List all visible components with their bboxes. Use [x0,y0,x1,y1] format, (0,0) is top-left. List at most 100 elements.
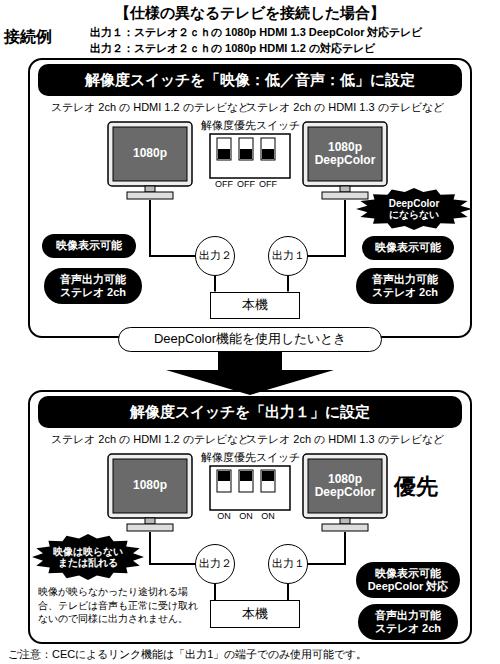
tv-bezel [303,122,387,186]
box-text: 本機 [216,605,294,623]
switch-knob [218,149,230,159]
switch-slot [239,138,253,160]
panel-text: 解像度スイッチを「映像：低／音声：低」に設定 [38,64,462,96]
status-oval: 映像表示可能 [42,234,136,258]
cable-line [214,276,216,292]
oval-text: 音声出力可能 ステレオ 2ch [364,273,446,299]
label-text: ON [256,511,280,521]
tv-neck [145,518,155,524]
tv-text: 1080p [113,459,187,513]
tv-text: ステレオ 2ch の HDMI 1.2 のテレビなど [25,100,275,115]
switch-text: 解像度優先スイッチ [190,450,310,465]
tv-bezel [303,454,387,518]
label-text: 接続例 [4,27,52,48]
oval-text: 音声出力可能 ステレオ 2ch [366,609,450,635]
cable-line [308,200,345,256]
switch-slot [217,470,231,492]
tv-base [127,192,173,199]
tv-neck [340,518,350,524]
tv-set: ステレオ 2ch の HDMI 1.3 のテレビなど1080p DeepColo… [260,432,430,532]
switch-knob [240,471,252,481]
switch-knob [240,149,252,159]
tv-bezel [108,122,192,186]
page-title: 【仕様の異なるテレビを接続した場合】 [0,4,500,23]
condition-pill: DeepColor機能を使用したいとき [118,327,382,352]
circle-text: 出力１ [270,557,306,571]
warning-burst: 映像は映らない または乱れる [32,534,144,580]
label-text: ご注意：CECによるリンク機能は「出力1」の端子でのみ使用可能です。 [8,647,367,662]
oval-text: 映像表示可能 [370,241,446,254]
tv-text: 1080p [113,127,187,181]
cable-line [150,532,195,564]
tv-text: 1080p DeepColor [308,127,382,181]
cable-line [308,532,345,564]
tv-base [127,524,173,531]
switch-knob [262,149,274,159]
output-port: 出力２ [195,544,235,584]
cable-line [287,584,289,600]
oval-text: 映像表示可能 [50,239,128,252]
label-text: OFF [212,179,236,189]
switch-slot [239,470,253,492]
tv-text: ステレオ 2ch の HDMI 1.2 のテレビなど [25,432,275,447]
setting-panel: ステレオ 2ch の HDMI 1.2 のテレビなど 1080p解像度優先スイッチ… [28,58,472,338]
cable-line [150,200,195,256]
output-port: 出力２ [195,236,235,276]
output-port: 出力１ [268,544,308,584]
status-oval: 音声出力可能 ステレオ 2ch [356,268,454,304]
pill-text: DeepColor機能を使用したいとき [130,330,370,348]
label-text: 出力２：ステレオ２ｃｈの 1080p HDMI 1.2 の対応テレビ [90,41,375,56]
tv-set: ステレオ 2ch の HDMI 1.3 のテレビなど1080p DeepColo… [260,100,430,200]
label-text: ON [234,511,258,521]
circle-text: 出力１ [270,249,306,263]
switch-slot [261,138,275,160]
priority-switch: 解像度優先スイッチ [200,450,300,524]
label-text: OFF [256,179,280,189]
label-text: 優先 [394,472,438,502]
cable-line [287,276,289,292]
label-text: ON [212,511,236,521]
down-arrow [166,344,334,395]
switch-body [210,134,290,178]
switch-text: 解像度優先スイッチ [190,118,310,133]
status-oval: 音声出力可能 ステレオ 2ch [44,268,142,304]
tv-neck [340,186,350,192]
unit-box: 本機 [210,292,300,319]
box-text: 本機 [216,296,294,314]
cable-line [214,584,216,600]
tv-screen [308,127,382,181]
tv-text: ステレオ 2ch の HDMI 1.3 のテレビなど [220,100,470,115]
burst-shape [356,188,472,230]
status-oval: 映像表示可能 [362,236,454,260]
priority-switch: 解像度優先スイッチ [200,118,300,192]
status-oval: 映像表示可能 DeepColor 対応 [356,562,460,598]
warning-burst: DeepColor にならない [356,188,472,230]
tv-screen [308,459,382,513]
label-text: OFF [234,179,258,189]
tv-screen [113,459,187,513]
label-text: 映像が映らなかったり途切れる場合、テレビは音声も正常に受け取れないので同様に出力… [38,585,203,626]
oval-text: 映像表示可能 DeepColor 対応 [364,567,452,593]
oval-text: 音声出力可能 ステレオ 2ch [52,273,134,299]
tv-base [322,192,368,199]
tv-screen [113,127,187,181]
tv-neck [145,186,155,192]
switch-body [210,466,290,510]
tv-text: ステレオ 2ch の HDMI 1.3 のテレビなど [220,432,470,447]
panel-text: 解像度スイッチを「出力１」に設定 [38,396,462,428]
switch-knob [218,471,230,481]
circle-text: 出力２ [197,249,233,263]
label-text: 出力１：ステレオ２ｃｈの 1080p HDMI 1.3 DeepColor 対応… [90,25,423,40]
tv-base [322,524,368,531]
switch-slot [261,470,275,492]
burst-text: DeepColor にならない [373,198,454,221]
burst-text: 映像は映らない または乱れる [49,546,127,569]
burst-shape [32,534,144,580]
tv-bezel [108,454,192,518]
output-port: 出力１ [268,236,308,276]
circle-text: 出力２ [197,557,233,571]
setting-panel: ステレオ 2ch の HDMI 1.2 のテレビなど 1080p解像度優先スイッチ… [28,390,472,644]
status-oval: 音声出力可能 ステレオ 2ch [358,604,458,640]
switch-knob [262,471,274,481]
tv-text: 1080p DeepColor [308,459,382,513]
